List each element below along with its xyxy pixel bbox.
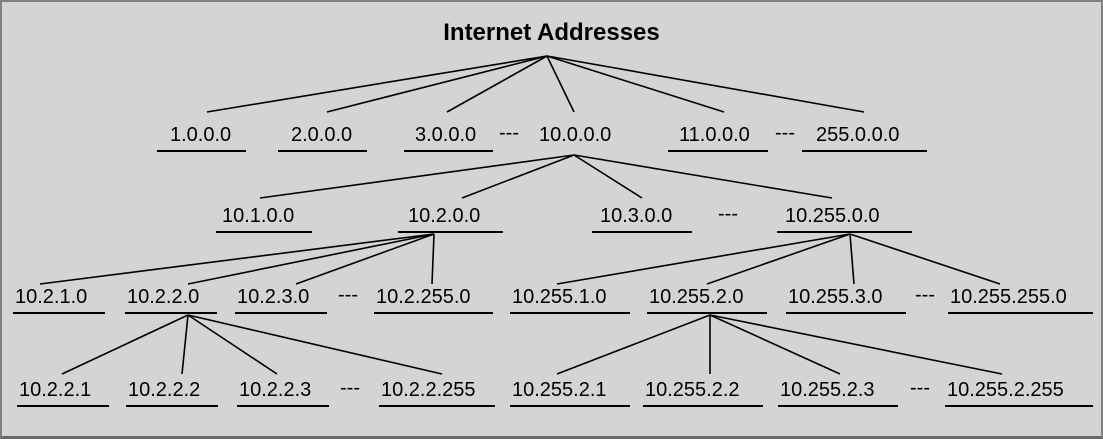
node-10-2-3-0: 10.2.3.0	[235, 285, 327, 314]
node-10-255-2-0: 10.255.2.0	[647, 285, 767, 314]
node-label: 10.2.0.0	[408, 205, 481, 227]
node-label: 11.0.0.0	[679, 124, 750, 146]
ellipsis-dashes: ---	[775, 122, 795, 144]
ellipsis-dashes: ---	[915, 284, 935, 306]
node-10-2-2-255: 10.2.2.255	[379, 378, 495, 407]
node-10-2-2-0: 10.2.2.0	[125, 285, 217, 314]
edge	[446, 55, 548, 113]
node-label: 10.255.2.1	[512, 379, 607, 401]
diagram-title: Internet Addresses	[443, 19, 660, 46]
edge	[187, 233, 435, 285]
node-10-1-0-0: 10.1.0.0	[216, 204, 312, 233]
edge	[849, 233, 855, 285]
ellipsis-dashes: ---	[340, 377, 360, 399]
node-10-2-1-0: 10.2.1.0	[13, 285, 105, 314]
node-10-3-0-0: 10.3.0.0	[592, 204, 692, 233]
node-10-255-3-0: 10.255.3.0	[786, 285, 906, 314]
edge	[709, 314, 841, 375]
node-10-2-0-0: 10.2.0.0	[398, 204, 503, 233]
node-label: 10.255.2.0	[649, 286, 744, 308]
node-10-0-0-0: 10.0.0.0	[532, 123, 630, 147]
node-10-255-0-0: 10.255.0.0	[777, 204, 912, 233]
edge	[556, 233, 851, 285]
node-label: 10.2.2.0	[127, 286, 200, 308]
node-label: 10.1.0.0	[222, 205, 295, 227]
edge	[556, 314, 711, 375]
node-label: 10.255.3.0	[788, 286, 883, 308]
node-10-2-2-1: 10.2.2.1	[17, 378, 109, 407]
edge	[573, 154, 833, 199]
node-10-2-255-0: 10.2.255.0	[374, 285, 493, 314]
edge	[187, 314, 278, 375]
node-2-0-0-0: 2.0.0.0	[278, 123, 367, 152]
node-10-255-2-2: 10.255.2.2	[643, 378, 763, 407]
node-11-0-0-0: 11.0.0.0	[668, 123, 768, 152]
node-10-255-2-255: 10.255.2.255	[945, 378, 1093, 407]
node-10-2-2-2: 10.2.2.2	[126, 378, 218, 407]
node-label: 10.255.2.2	[645, 379, 740, 401]
node-label: 10.255.0.0	[785, 205, 880, 227]
ellipsis-dashes: ---	[718, 203, 738, 225]
edge	[206, 55, 548, 113]
node-10-2-2-3: 10.2.2.3	[237, 378, 329, 407]
node-10-255-255-0: 10.255.255.0	[948, 285, 1093, 314]
node-label: 10.2.2.3	[239, 379, 312, 401]
edge	[709, 314, 1003, 375]
node-label: 10.2.3.0	[237, 286, 310, 308]
edge	[546, 55, 725, 113]
edge	[546, 55, 575, 113]
node-label: 10.2.1.0	[15, 286, 88, 308]
edge	[181, 314, 189, 375]
node-label: 10.2.255.0	[376, 286, 471, 308]
edge	[573, 154, 643, 199]
edge	[326, 55, 548, 113]
edge	[706, 233, 851, 285]
edge	[461, 154, 575, 199]
edge	[849, 233, 1001, 285]
node-10-255-2-3: 10.255.2.3	[778, 378, 898, 407]
node-label: 10.2.2.2	[128, 379, 201, 401]
node-10-255-2-1: 10.255.2.1	[510, 378, 630, 407]
edge	[259, 154, 575, 199]
node-label: 3.0.0.0	[415, 124, 477, 146]
node-label: 10.0.0.0	[539, 124, 612, 146]
node-1-0-0-0: 1.0.0.0	[157, 123, 246, 152]
node-10-255-1-0: 10.255.1.0	[510, 285, 630, 314]
node-label: 255.0.0.0	[816, 124, 900, 146]
edge	[187, 314, 443, 375]
node-label: 10.255.255.0	[950, 286, 1067, 308]
node-label: 1.0.0.0	[170, 124, 232, 146]
ellipsis-dashes: ---	[338, 284, 358, 306]
ellipsis-dashes: ---	[499, 122, 519, 144]
node-label: 10.3.0.0	[600, 205, 673, 227]
node-label: 10.2.2.255	[381, 379, 476, 401]
node-255-0-0-0: 255.0.0.0	[802, 123, 927, 152]
node-label: 10.2.2.1	[19, 379, 92, 401]
edge	[546, 55, 865, 113]
edge	[431, 233, 435, 285]
node-label: 2.0.0.0	[291, 124, 353, 146]
node-label: 10.255.1.0	[512, 286, 607, 308]
edge	[295, 233, 435, 285]
ellipsis-dashes: ---	[910, 377, 930, 399]
edge	[61, 314, 189, 375]
node-label: 10.255.2.255	[947, 379, 1064, 401]
node-3-0-0-0: 3.0.0.0	[404, 123, 493, 152]
edge	[39, 233, 435, 285]
node-label: 10.255.2.3	[780, 379, 875, 401]
